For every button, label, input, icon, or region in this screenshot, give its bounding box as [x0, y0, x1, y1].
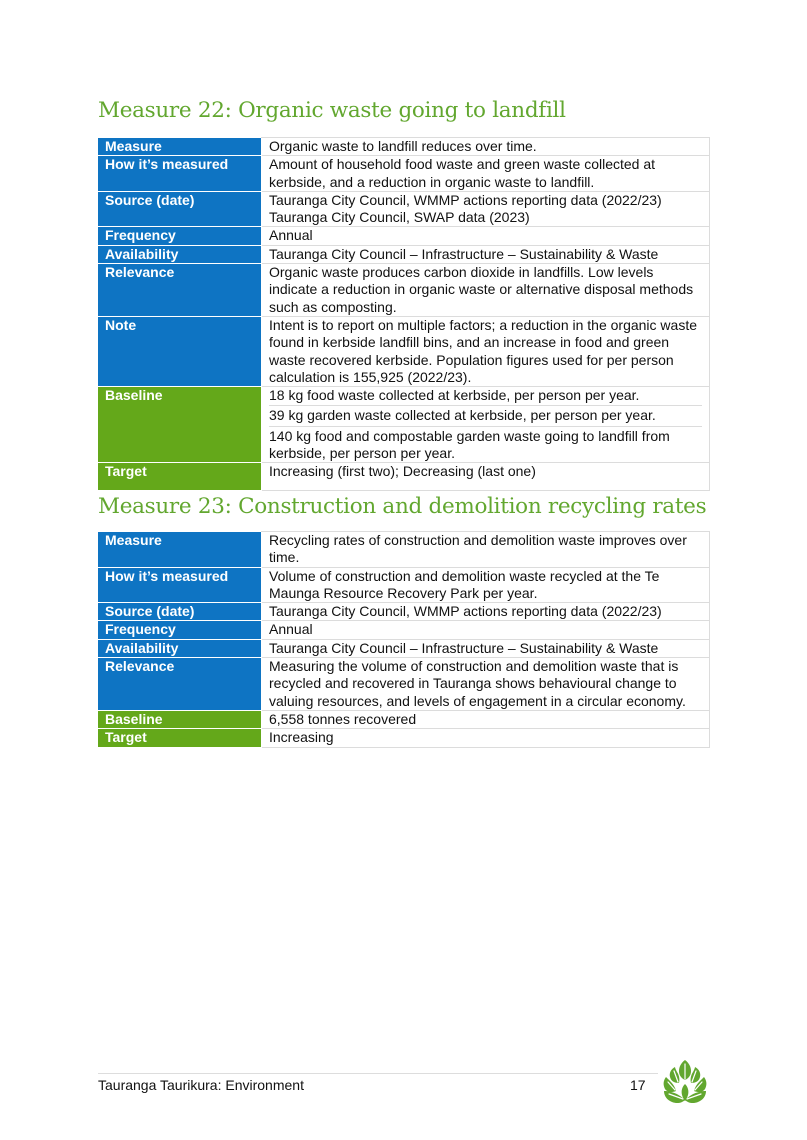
row-label-relevance: Relevance — [98, 263, 262, 317]
row-label-availability: Availability — [98, 639, 262, 659]
row-value-note: Intent is to report on multiple factors;… — [261, 316, 710, 388]
row-label-baseline: Baseline — [98, 386, 262, 464]
table-row: Note Intent is to report on multiple fac… — [98, 316, 710, 388]
table-row: How it’s measured Amount of household fo… — [98, 155, 710, 192]
row-label-how-measured: How it’s measured — [98, 155, 262, 192]
page-number: 17 — [630, 1077, 646, 1093]
table-row: Target Increasing (first two); Decreasin… — [98, 462, 710, 492]
row-label-target: Target — [98, 462, 262, 492]
table-row: Baseline 6,558 tonnes recovered — [98, 710, 710, 730]
table-row: Availability Tauranga City Council – Inf… — [98, 245, 710, 265]
row-value-target: Increasing (first two); Decreasing (last… — [261, 462, 710, 492]
row-label-target: Target — [98, 728, 262, 748]
footer-title: Tauranga Taurikura: Environment — [98, 1077, 304, 1093]
table-row: Measure Recycling rates of construction … — [98, 531, 710, 568]
row-value-relevance: Organic waste produces carbon dioxide in… — [261, 263, 710, 317]
table-row: Measure Organic waste to landfill reduce… — [98, 136, 710, 157]
row-value-frequency: Annual — [261, 620, 710, 640]
measure-22-table: Measure Organic waste to landfill reduce… — [98, 136, 710, 492]
row-label-source: Source (date) — [98, 602, 262, 622]
row-value-source: Tauranga City Council, WMMP actions repo… — [261, 191, 710, 228]
leaf-logo-icon — [663, 1060, 707, 1104]
table-row: Frequency Annual — [98, 226, 710, 246]
row-label-how-measured: How it’s measured — [98, 567, 262, 604]
row-value-frequency: Annual — [261, 226, 710, 246]
row-label-note: Note — [98, 316, 262, 388]
row-value-how-measured: Volume of construction and demolition wa… — [261, 567, 710, 604]
row-value-baseline: 6,558 tonnes recovered — [261, 710, 710, 730]
row-value-relevance: Measuring the volume of construction and… — [261, 657, 710, 711]
table-row: Relevance Organic waste produces carbon … — [98, 263, 710, 317]
table-row: Target Increasing — [98, 728, 710, 748]
table-row: Relevance Measuring the volume of constr… — [98, 657, 710, 711]
row-label-measure: Measure — [98, 137, 262, 157]
row-label-availability: Availability — [98, 245, 262, 265]
row-value-measure: Recycling rates of construction and demo… — [261, 531, 710, 568]
row-value-baseline: 18 kg food waste collected at kerbside, … — [261, 386, 710, 464]
table-row: Availability Tauranga City Council – Inf… — [98, 639, 710, 659]
row-value-availability: Tauranga City Council – Infrastructure –… — [261, 245, 710, 265]
footer-divider — [98, 1073, 658, 1074]
table-row: Source (date) Tauranga City Council, WMM… — [98, 191, 710, 228]
row-label-baseline: Baseline — [98, 710, 262, 730]
measure-23-heading: Measure 23: Construction and demolition … — [98, 494, 707, 519]
row-value-target: Increasing — [261, 728, 710, 748]
baseline-item: 39 kg garden waste collected at kerbside… — [269, 405, 702, 424]
row-label-measure: Measure — [98, 531, 262, 568]
source-line-2: Tauranga City Council, SWAP data (2023) — [269, 209, 530, 226]
row-value-measure: Organic waste to landfill reduces over t… — [261, 136, 710, 157]
row-label-frequency: Frequency — [98, 620, 262, 640]
row-value-how-measured: Amount of household food waste and green… — [261, 155, 710, 192]
source-line-1: Tauranga City Council, WMMP actions repo… — [269, 191, 662, 208]
row-label-frequency: Frequency — [98, 226, 262, 246]
table-row: How it’s measured Volume of construction… — [98, 567, 710, 604]
row-value-source: Tauranga City Council, WMMP actions repo… — [261, 602, 710, 622]
row-value-availability: Tauranga City Council – Infrastructure –… — [261, 639, 710, 659]
measure-23-table: Measure Recycling rates of construction … — [98, 531, 710, 748]
row-label-source: Source (date) — [98, 191, 262, 228]
baseline-item: 140 kg food and compostable garden waste… — [269, 425, 702, 463]
table-row: Baseline 18 kg food waste collected at k… — [98, 386, 710, 464]
measure-22-heading: Measure 22: Organic waste going to landf… — [98, 98, 566, 123]
row-label-relevance: Relevance — [98, 657, 262, 711]
table-row: Source (date) Tauranga City Council, WMM… — [98, 602, 710, 622]
table-row: Frequency Annual — [98, 620, 710, 640]
baseline-item: 18 kg food waste collected at kerbside, … — [269, 387, 640, 404]
